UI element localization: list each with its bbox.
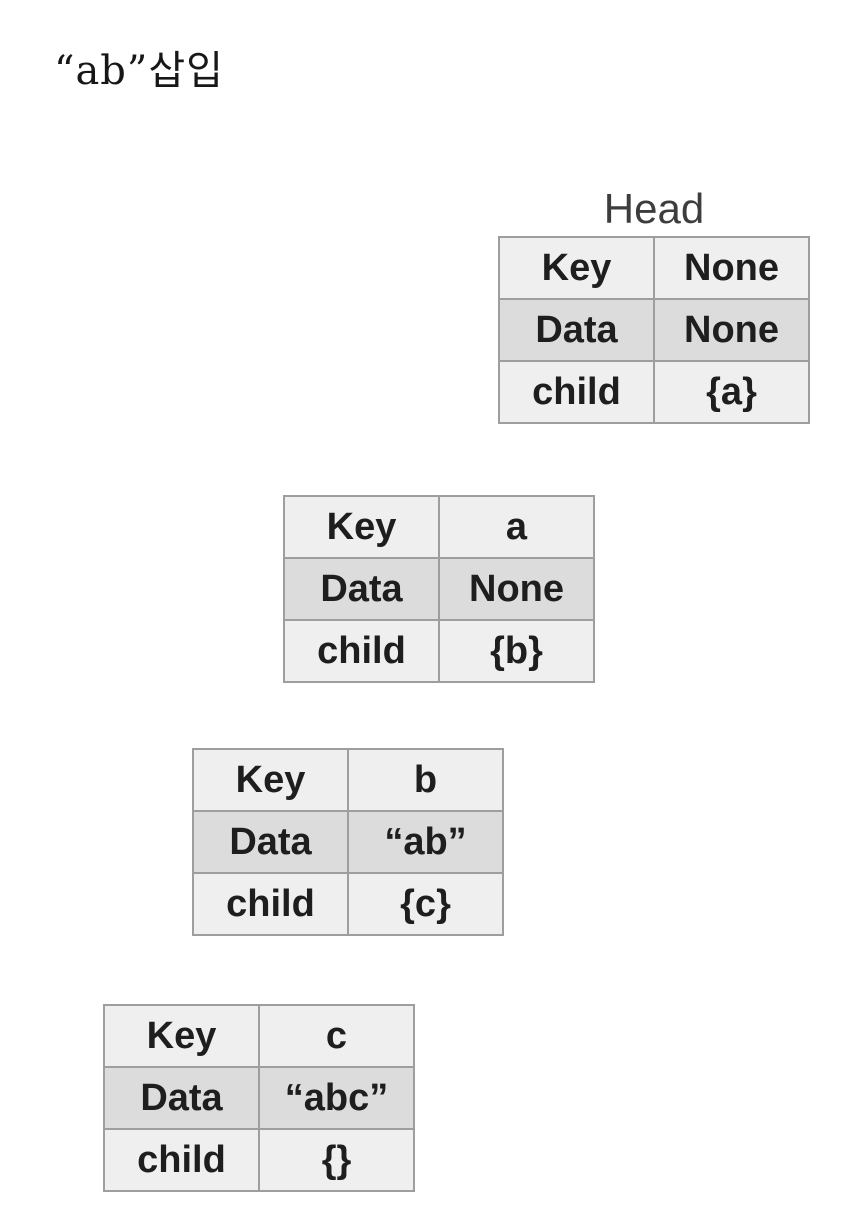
value-cell: {c} xyxy=(347,872,504,936)
node-a: Key a Data None child {b} xyxy=(283,495,595,683)
field-cell: child xyxy=(103,1128,260,1192)
table-row: child {} xyxy=(103,1128,415,1192)
value-cell: “ab” xyxy=(347,810,504,874)
table-row: child {a} xyxy=(498,360,810,424)
field-cell: Data xyxy=(283,557,440,621)
field-cell: Key xyxy=(103,1004,260,1068)
field-cell: Key xyxy=(498,236,655,300)
value-cell: “abc” xyxy=(258,1066,415,1130)
field-cell: child xyxy=(498,360,655,424)
field-cell: Data xyxy=(498,298,655,362)
field-cell: Data xyxy=(192,810,349,874)
node-c: Key c Data “abc” child {} xyxy=(103,1004,415,1192)
value-cell: a xyxy=(438,495,595,559)
value-cell: None xyxy=(653,236,810,300)
table-row: Data None xyxy=(498,298,810,362)
field-cell: child xyxy=(192,872,349,936)
value-cell: None xyxy=(653,298,810,362)
value-cell: b xyxy=(347,748,504,812)
value-cell: {b} xyxy=(438,619,595,683)
table-row: Data None xyxy=(283,557,595,621)
field-cell: Data xyxy=(103,1066,260,1130)
table-row: Key a xyxy=(283,495,595,559)
value-cell: {} xyxy=(258,1128,415,1192)
node-a-table: Key a Data None child {b} xyxy=(283,495,595,683)
head-label: Head xyxy=(603,185,705,232)
table-row: child {b} xyxy=(283,619,595,683)
node-c-table: Key c Data “abc” child {} xyxy=(103,1004,415,1192)
table-row: Key b xyxy=(192,748,504,812)
table-row: Data “ab” xyxy=(192,810,504,874)
field-cell: child xyxy=(283,619,440,683)
field-cell: Key xyxy=(192,748,349,812)
page-title: “ab”삽입 xyxy=(54,48,224,94)
value-cell: None xyxy=(438,557,595,621)
node-head-table: Key None Data None child {a} xyxy=(498,236,810,424)
value-cell: c xyxy=(258,1004,415,1068)
table-row: child {c} xyxy=(192,872,504,936)
node-b-table: Key b Data “ab” child {c} xyxy=(192,748,504,936)
field-cell: Key xyxy=(283,495,440,559)
table-row: Data “abc” xyxy=(103,1066,415,1130)
node-b: Key b Data “ab” child {c} xyxy=(192,748,504,936)
value-cell: {a} xyxy=(653,360,810,424)
table-row: Key None xyxy=(498,236,810,300)
table-row: Key c xyxy=(103,1004,415,1068)
node-head: Head Key None Data None child {a} xyxy=(498,188,810,424)
